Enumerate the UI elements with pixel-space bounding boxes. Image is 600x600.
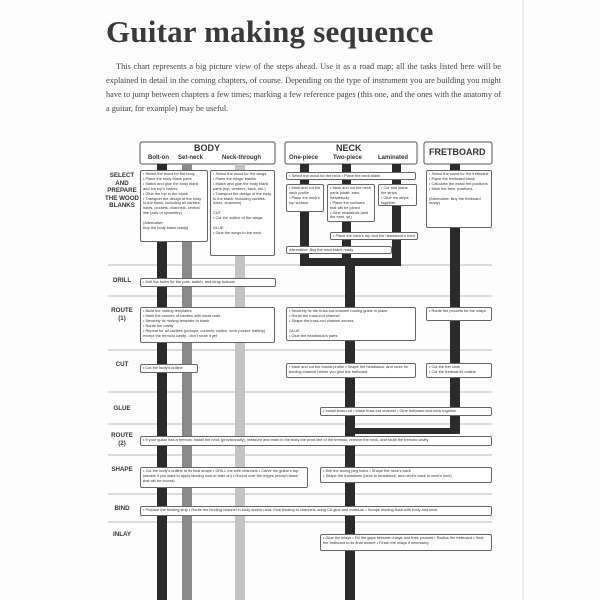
row-label-drill: DRILL xyxy=(112,277,132,284)
body-header: BODY xyxy=(194,143,221,153)
neck-header: NECK xyxy=(336,143,362,153)
row-label-select: SELECT AND PREPARE THE WOOD BLANKS xyxy=(104,172,140,210)
task-bind: • Prepare the binding strip • Route the … xyxy=(140,506,492,516)
set-neck-label: Set-neck xyxy=(178,155,204,161)
row-label-cut: CUT xyxy=(115,361,129,368)
set-neck-bar xyxy=(182,164,192,600)
task-neck-laminated: • Cut and plane the strips • Glue the st… xyxy=(378,184,417,206)
task-select-body: • Select the wood for the body • Plane t… xyxy=(140,170,208,242)
page-title: Guitar making sequence xyxy=(106,14,434,49)
row-label-shape: SHAPE xyxy=(111,466,133,473)
one-piece-label: One-piece xyxy=(289,155,319,161)
task-drill: • Drill the holes for the pots, switch, … xyxy=(140,278,276,287)
page-edge xyxy=(522,0,524,600)
intro-paragraph: This chart represents a big picture view… xyxy=(106,62,501,113)
task-cut-body: • Cut the body's outline xyxy=(140,364,198,373)
task-glue: • Install truss-rod • Mask truss-rod cha… xyxy=(320,407,492,416)
task-neck-alternative: Alternative: Buy the neck blank ready xyxy=(286,246,392,254)
task-select-neck: • Select the wood for the neck • Plane t… xyxy=(286,172,416,180)
task-shape-body: • Cut the body's outline to its final sh… xyxy=(140,467,308,488)
row-label-inlay: INLAY xyxy=(113,531,131,538)
laminated-label: Laminated xyxy=(378,155,409,161)
row-label-route2: ROUTE (2) xyxy=(111,432,133,447)
task-inlay: • Glue the inlays • Fill the gaps betwee… xyxy=(320,534,492,551)
task-route1-body: • Build the routing templates • Mark the… xyxy=(140,307,275,343)
task-route1-fretboard: • Route the pockets for the inlays xyxy=(426,307,492,321)
bolt-on-label: Bolt-on xyxy=(148,155,169,161)
row-label-bind: BIND xyxy=(114,505,130,512)
row-label-glue: GLUE xyxy=(113,405,131,412)
task-cut-neck: • Mark and cut the frontal profile • Sha… xyxy=(286,363,416,378)
neck-through-label: Neck-through xyxy=(222,155,261,161)
task-route1-neck: • Securely fix the truss-rod channel rou… xyxy=(286,307,416,341)
fretboard-header: FRETBOARD xyxy=(429,147,486,157)
fretboard-bar xyxy=(450,164,460,434)
task-neck-one-piece: • Mark and cut the neck profile • Plane … xyxy=(286,184,324,212)
body-header-frame xyxy=(139,141,276,165)
row-label-route1: ROUTE (1) xyxy=(111,307,133,322)
bolt-on-bar xyxy=(157,164,167,600)
task-shape-neck: • Drill the tuning peg holes • Shape the… xyxy=(320,467,492,483)
row-separators xyxy=(108,264,492,523)
two-piece-label: Two-piece xyxy=(333,155,362,161)
task-route2: • If your guitar has a tremolo, install … xyxy=(140,436,492,446)
task-neck-two-piece: • Mark and cut the neck parts (shaft, ea… xyxy=(327,184,375,222)
task-select-fretboard: • Select the wood for the fretboard • Pl… xyxy=(426,170,492,228)
task-select-wings: • Select the wood for the wings • Plane … xyxy=(210,170,275,256)
task-plane-neck: • Plane the neck's top and the headstock… xyxy=(330,232,418,240)
neck-through-bar xyxy=(235,164,245,600)
task-cut-fretboard: • Cut the fret slots • Cut the fretboard… xyxy=(426,363,492,378)
